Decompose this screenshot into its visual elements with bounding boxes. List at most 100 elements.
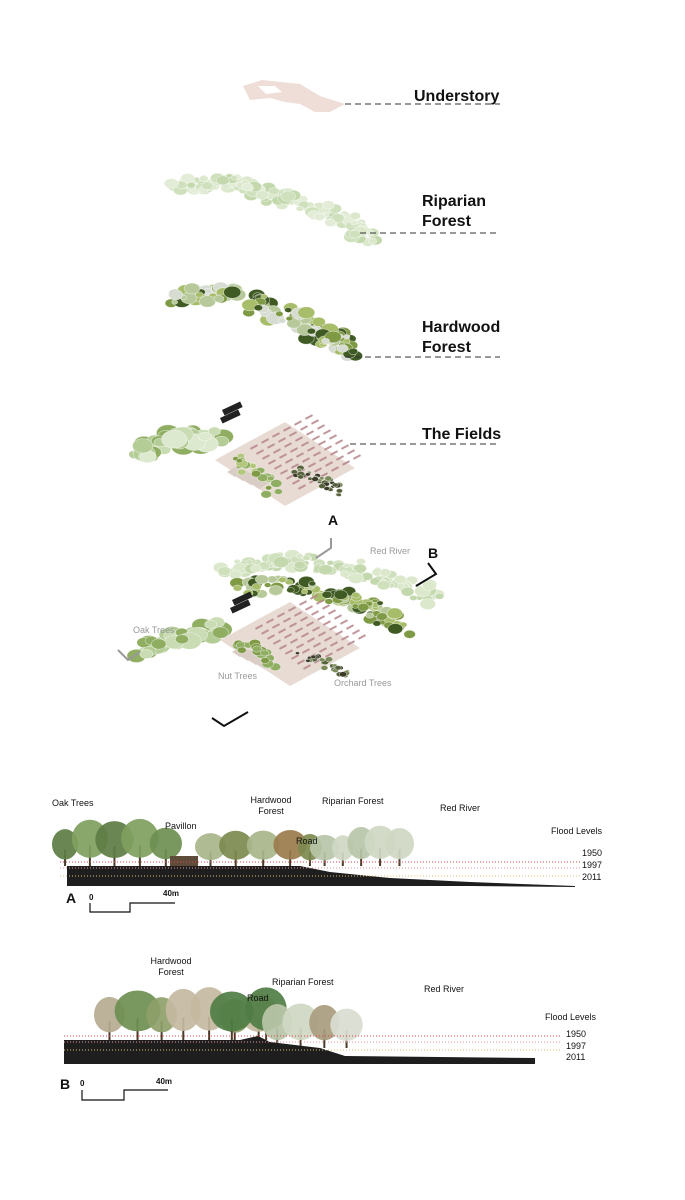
plan-nut-canopy [237,646,247,654]
section-b-label-riparian-forest: Riparian Forest [272,977,334,987]
plan-fields-grid-row [347,640,356,646]
plan-hardwood-canopy [403,629,416,639]
plan-fields-grid-row [358,634,367,640]
plan-fields-grid-row [299,600,308,606]
fields-nut-canopy [274,488,283,495]
fields-grid-row [352,454,362,460]
plan-fields-grid-row [303,664,312,670]
fields-nut-canopy [250,470,262,478]
plan-oak-canopy [211,626,229,639]
fields-grid-row [274,464,283,470]
label-hardwood-line1: Hardwood [422,319,501,336]
plan-fields-grid-row [325,652,334,658]
combined-plan [126,549,445,686]
riparian-canopy [324,218,336,227]
fields-grid-row [286,474,295,480]
fields-grid-row [313,451,322,457]
plan-riparian-canopy [272,556,290,568]
fields-oak-canopy [198,431,212,442]
plan-fields-grid-row [301,648,311,654]
plan-riparian-canopy [217,566,232,577]
fields-grid-row [292,479,301,485]
fields-orchard-canopy [331,482,339,488]
fields-oak-canopy [161,430,188,449]
plan-fields-grid-row [297,659,306,665]
plan-fields-grid-row [255,624,264,630]
plan-fields-grid-row [340,619,349,625]
riparian-canopy [199,175,209,183]
plan-riparian-canopy [302,554,311,561]
fields-grid-row [295,436,304,442]
riparian-canopy [295,205,304,212]
fields-nut-canopy [260,490,272,499]
fields-grid-row [294,420,303,426]
fields-grid-row [318,440,327,446]
fields-grid-row [325,461,334,467]
plan-riparian-canopy [422,580,437,591]
section-b-marker: B [60,1076,71,1092]
plan-riparian-canopy [293,560,306,570]
plan-fields-grid-row [323,636,333,642]
fields-grid-row [331,466,340,472]
fields-grid-row [267,443,276,449]
section-b-label-hardwood-forest: Hardwood Forest [146,956,196,978]
fields-grid-row [311,419,320,425]
plan-orchard-canopy [318,657,326,663]
fields-grid-row [342,460,351,466]
fields-grid-row [262,454,271,460]
plan-orchard-canopy [338,671,348,678]
fields-grid-row [278,437,287,443]
plan-fields-grid-row [295,627,304,633]
plan-fields-grid-row [293,611,303,617]
fields-layer [128,401,362,506]
plan-hardwood-canopy [268,585,283,596]
fields-grid-row [291,463,300,469]
section-b-riparian-canopy [282,1003,319,1041]
plan-fields-grid-row [313,642,322,648]
fields-building [220,409,241,424]
fields-grid-row [319,456,328,462]
fields-grid-row [296,452,305,458]
plan-riparian-canopy [295,553,304,559]
fields-grid-row [272,432,281,438]
riparian-canopy [268,187,280,196]
riparian-canopy [215,175,230,186]
plan-label-nut-trees: Nut Trees [218,671,258,681]
section-b-flood-1950: 1950 [566,1029,587,1039]
fields-nut-canopy [270,479,283,488]
fields-grid-row [308,462,317,468]
plan-fields-grid-row [312,626,321,632]
plan-fields-grid-row [352,629,361,635]
plan-fields-grid-row [306,621,315,627]
plan-riparian-canopy [339,570,350,578]
hardwood-canopy [253,304,263,312]
plan-hardwood-canopy [372,620,382,627]
hardwood-canopy [343,334,351,340]
plan-hardwood-canopy [376,612,388,621]
plan-fields-grid-row [330,641,339,647]
plan-fields-grid-row [279,644,288,650]
fields-orchard-canopy [305,472,311,477]
section-b-riparian-canopy [330,1008,363,1042]
hardwood-canopy [348,347,359,355]
plan-fields-grid-row [335,630,344,636]
hardwood-canopy [277,317,287,324]
section-cut-markers [117,538,438,728]
fields-orchard-canopy [311,476,319,482]
plan-fields-grid-row [346,624,355,630]
fields-nut-canopy [265,485,273,491]
label-understory: Understory [414,88,500,105]
fields-building [222,401,243,416]
hardwood-canopy [198,295,216,308]
section-b-hardwood-line2: Forest [158,967,184,977]
section-b-scale-end: 40m [156,1077,173,1086]
plan-section-marker-a: A [328,512,339,528]
plan-fields-grid-row [301,632,310,638]
hardwood-canopy [171,299,179,305]
fields-grid-row [261,438,270,444]
hardwood-canopy [284,307,293,313]
section-b-dark-canopy [210,991,254,1032]
fields-grid-row [280,469,289,475]
plan-fields-grid-row [300,616,309,622]
fields-nut-canopy [235,458,243,464]
